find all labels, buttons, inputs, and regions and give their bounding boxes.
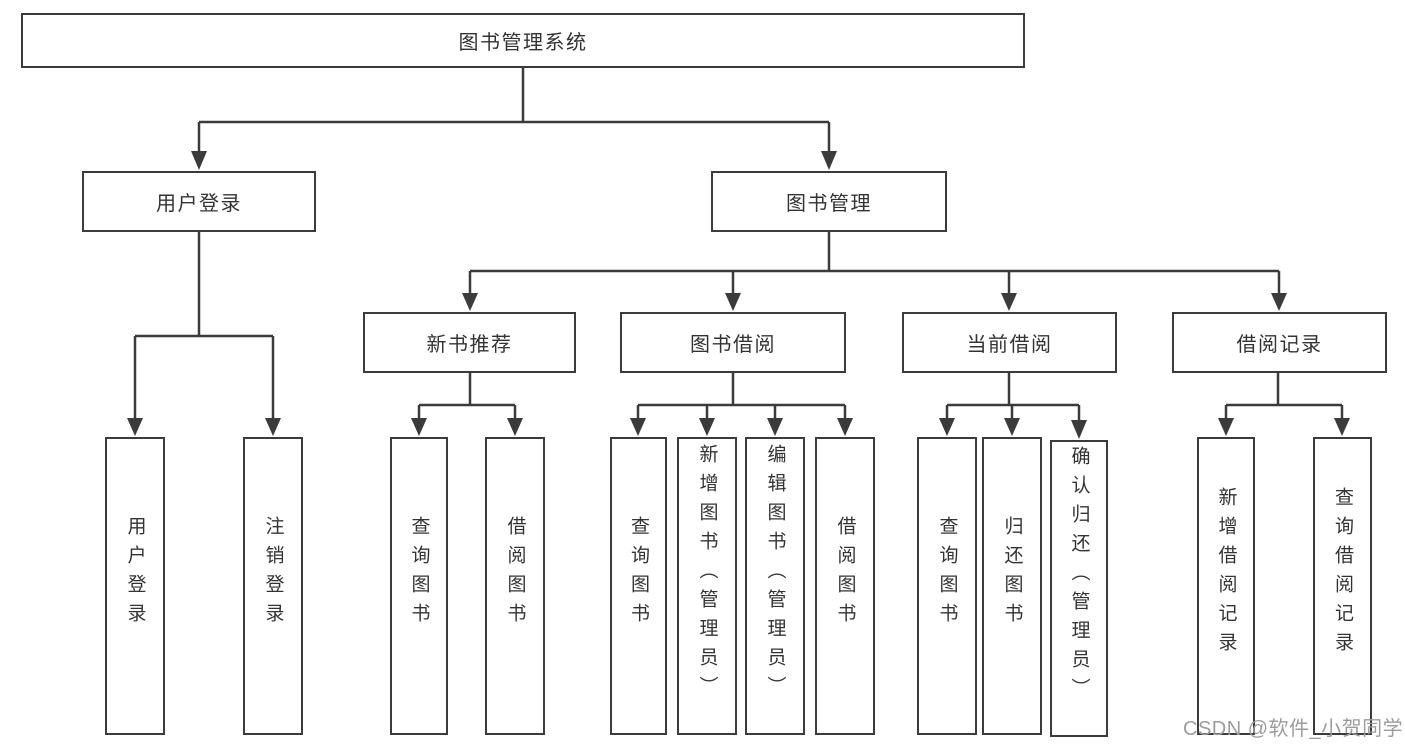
leaf-query-books-borrow-label: 查询图书 [628,516,649,632]
leaf-edit-books-admin-label: 编辑图书（管理员） [764,443,786,705]
leaf-add-books-admin: 新增图书（管理员） [677,437,737,735]
node-new-book-recommend-label: 新书推荐 [426,334,513,356]
arrowheads [127,151,1350,439]
leaf-confirm-return-admin: 确认归还（管理员） [1050,440,1108,737]
node-book-management: 图书管理 [711,171,947,232]
leaf-query-books-current: 查询图书 [917,437,977,735]
node-root-label: 图书管理系统 [458,32,588,54]
leaf-add-borrow-record: 新增借阅记录 [1197,437,1255,735]
node-book-borrow-label: 图书借阅 [690,334,776,356]
leaf-add-books-admin-label: 新增图书（管理员） [696,443,718,705]
leaf-add-borrow-record-label: 新增借阅记录 [1215,487,1237,661]
leaf-logout: 注销登录 [243,437,303,735]
leaf-return-books: 归还图书 [982,437,1042,735]
node-user-login-label: 用户登录 [156,193,242,215]
node-current-borrow-label: 当前借阅 [966,334,1053,356]
leaf-borrow-books-recommend-label: 借阅图书 [504,516,526,632]
leaf-borrow-books-label: 借阅图书 [834,516,856,632]
leaf-edit-books-admin: 编辑图书（管理员） [745,437,805,735]
node-user-login: 用户登录 [82,171,316,232]
leaf-query-books-recommend: 查询图书 [390,437,448,735]
leaf-query-books-current-label: 查询图书 [936,516,958,632]
leaf-return-books-label: 归还图书 [1001,516,1023,632]
leaf-borrow-books-recommend: 借阅图书 [485,437,545,735]
leaf-logout-label: 注销登录 [262,516,284,632]
leaf-borrow-books: 借阅图书 [815,437,875,735]
node-borrow-record: 借阅记录 [1172,312,1387,373]
leaf-user-login-label: 用户登录 [124,516,146,632]
leaf-user-login: 用户登录 [105,437,165,735]
node-current-borrow: 当前借阅 [902,312,1117,373]
leaf-query-borrow-record-label: 查询借阅记录 [1332,487,1353,661]
leaf-query-borrow-record: 查询借阅记录 [1313,437,1372,735]
node-new-book-recommend: 新书推荐 [363,312,576,373]
node-book-borrow: 图书借阅 [620,312,846,373]
csdn-watermark: CSDN @软件_小贺同学 [1183,718,1404,740]
node-root: 图书管理系统 [21,13,1025,68]
leaf-query-books-recommend-label: 查询图书 [408,516,430,632]
node-borrow-record-label: 借阅记录 [1236,334,1323,356]
leaf-query-books-borrow: 查询图书 [610,437,667,735]
leaf-confirm-return-admin-label: 确认归还（管理员） [1068,446,1090,707]
node-book-management-label: 图书管理 [786,193,872,215]
